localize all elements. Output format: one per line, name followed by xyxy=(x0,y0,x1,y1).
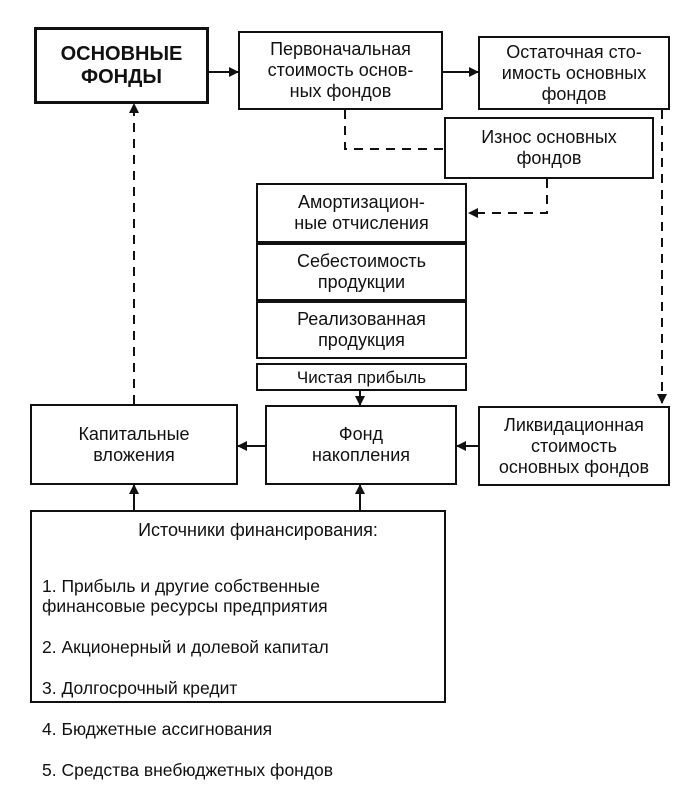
financing-sources-list: 1. Прибыль и другие собственные финансов… xyxy=(42,555,333,801)
box-production-cost: Себестоимость продукции xyxy=(256,243,467,301)
list-item: 2. Акционерный и долевой капитал xyxy=(42,637,329,657)
box-capital-investments: Капитальные вложения xyxy=(30,404,238,485)
box-sold-products: Реализованная продукция xyxy=(256,301,467,359)
box-net-profit: Чистая прибыль xyxy=(256,363,467,391)
connector-arrows xyxy=(129,67,667,510)
list-item: 3. Долгосрочный кредит xyxy=(42,678,238,698)
dashed-line-initial-to-wear xyxy=(344,110,444,150)
box-residual-cost: Остаточная сто- имость основных фондов xyxy=(478,36,670,110)
financing-sources-title: Источники финансирования: xyxy=(138,520,378,540)
list-item: 5. Средства внебюджетных фондов xyxy=(42,760,334,780)
box-depreciation-wear: Износ основных фондов xyxy=(444,117,654,179)
box-financing-sources: Источники финансирования: 1. Прибыль и д… xyxy=(30,510,446,780)
box-initial-cost: Первоначальная стоимость основ- ных фонд… xyxy=(238,31,443,110)
box-amortization: Амортизацион- ные отчисления xyxy=(256,183,467,243)
box-fixed-assets: ОСНОВНЫЕ ФОНДЫ xyxy=(34,27,209,104)
box-accumulation-fund: Фонд накопления xyxy=(265,405,457,485)
dashed-arrow-wear-to-amortization xyxy=(468,179,548,218)
list-item: 4. Бюджетные ассигнования xyxy=(42,719,273,739)
box-liquidation-value: Ликвидационная стоимость основных фондов xyxy=(478,406,670,486)
list-item: 1. Прибыль и другие собственные финансов… xyxy=(42,576,328,616)
